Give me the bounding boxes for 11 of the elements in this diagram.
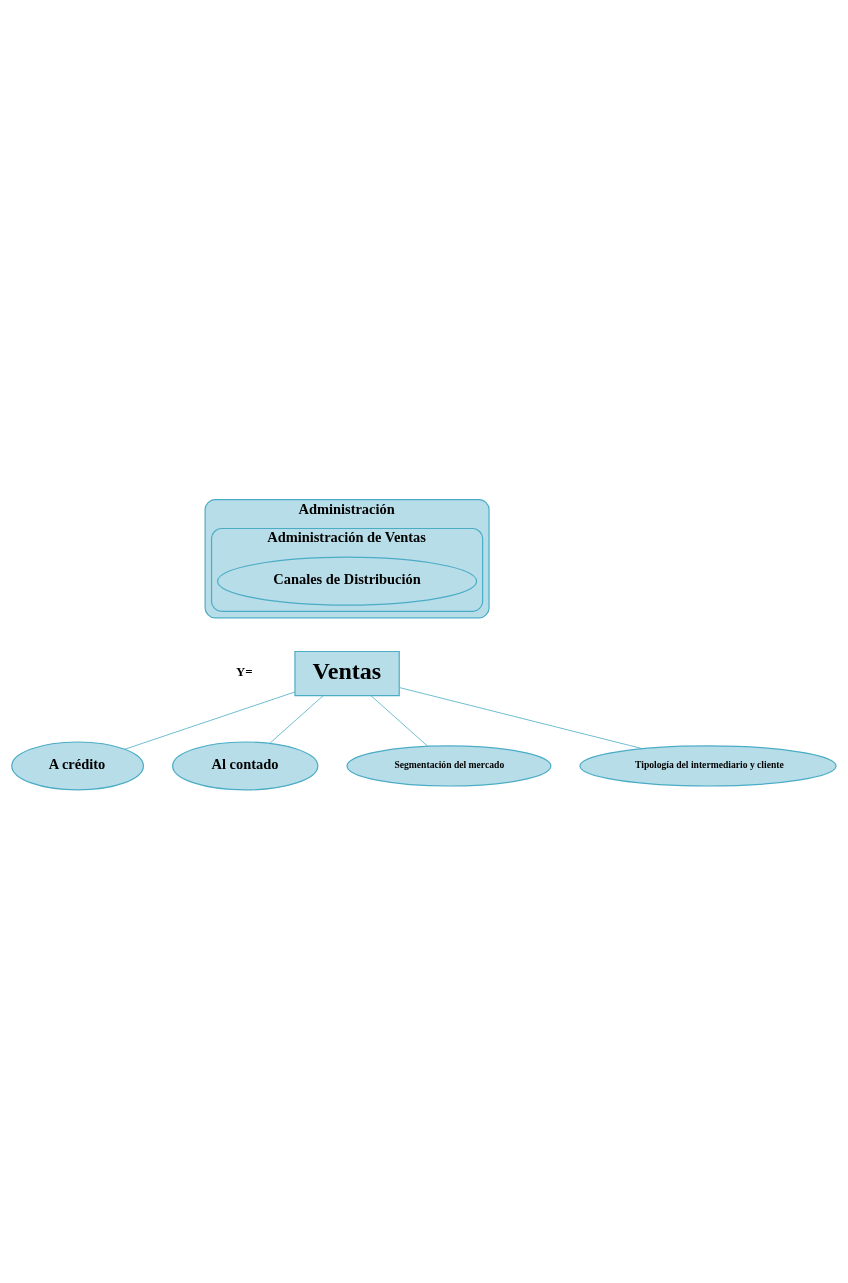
connector — [399, 687, 644, 750]
connector — [124, 691, 296, 750]
node-ellipse: Canales de Distribución — [217, 556, 478, 606]
connector — [370, 695, 429, 747]
node-ellipse: Al contado — [172, 741, 319, 791]
label: Y= — [236, 664, 253, 679]
connector — [269, 695, 324, 744]
node-ellipse: Tipología del intermediario y cliente — [579, 745, 837, 787]
node-box: Ventas — [294, 650, 400, 697]
node-ellipse: A crédito — [11, 741, 144, 791]
node-ellipse: Segmentación del mercado — [346, 745, 552, 787]
